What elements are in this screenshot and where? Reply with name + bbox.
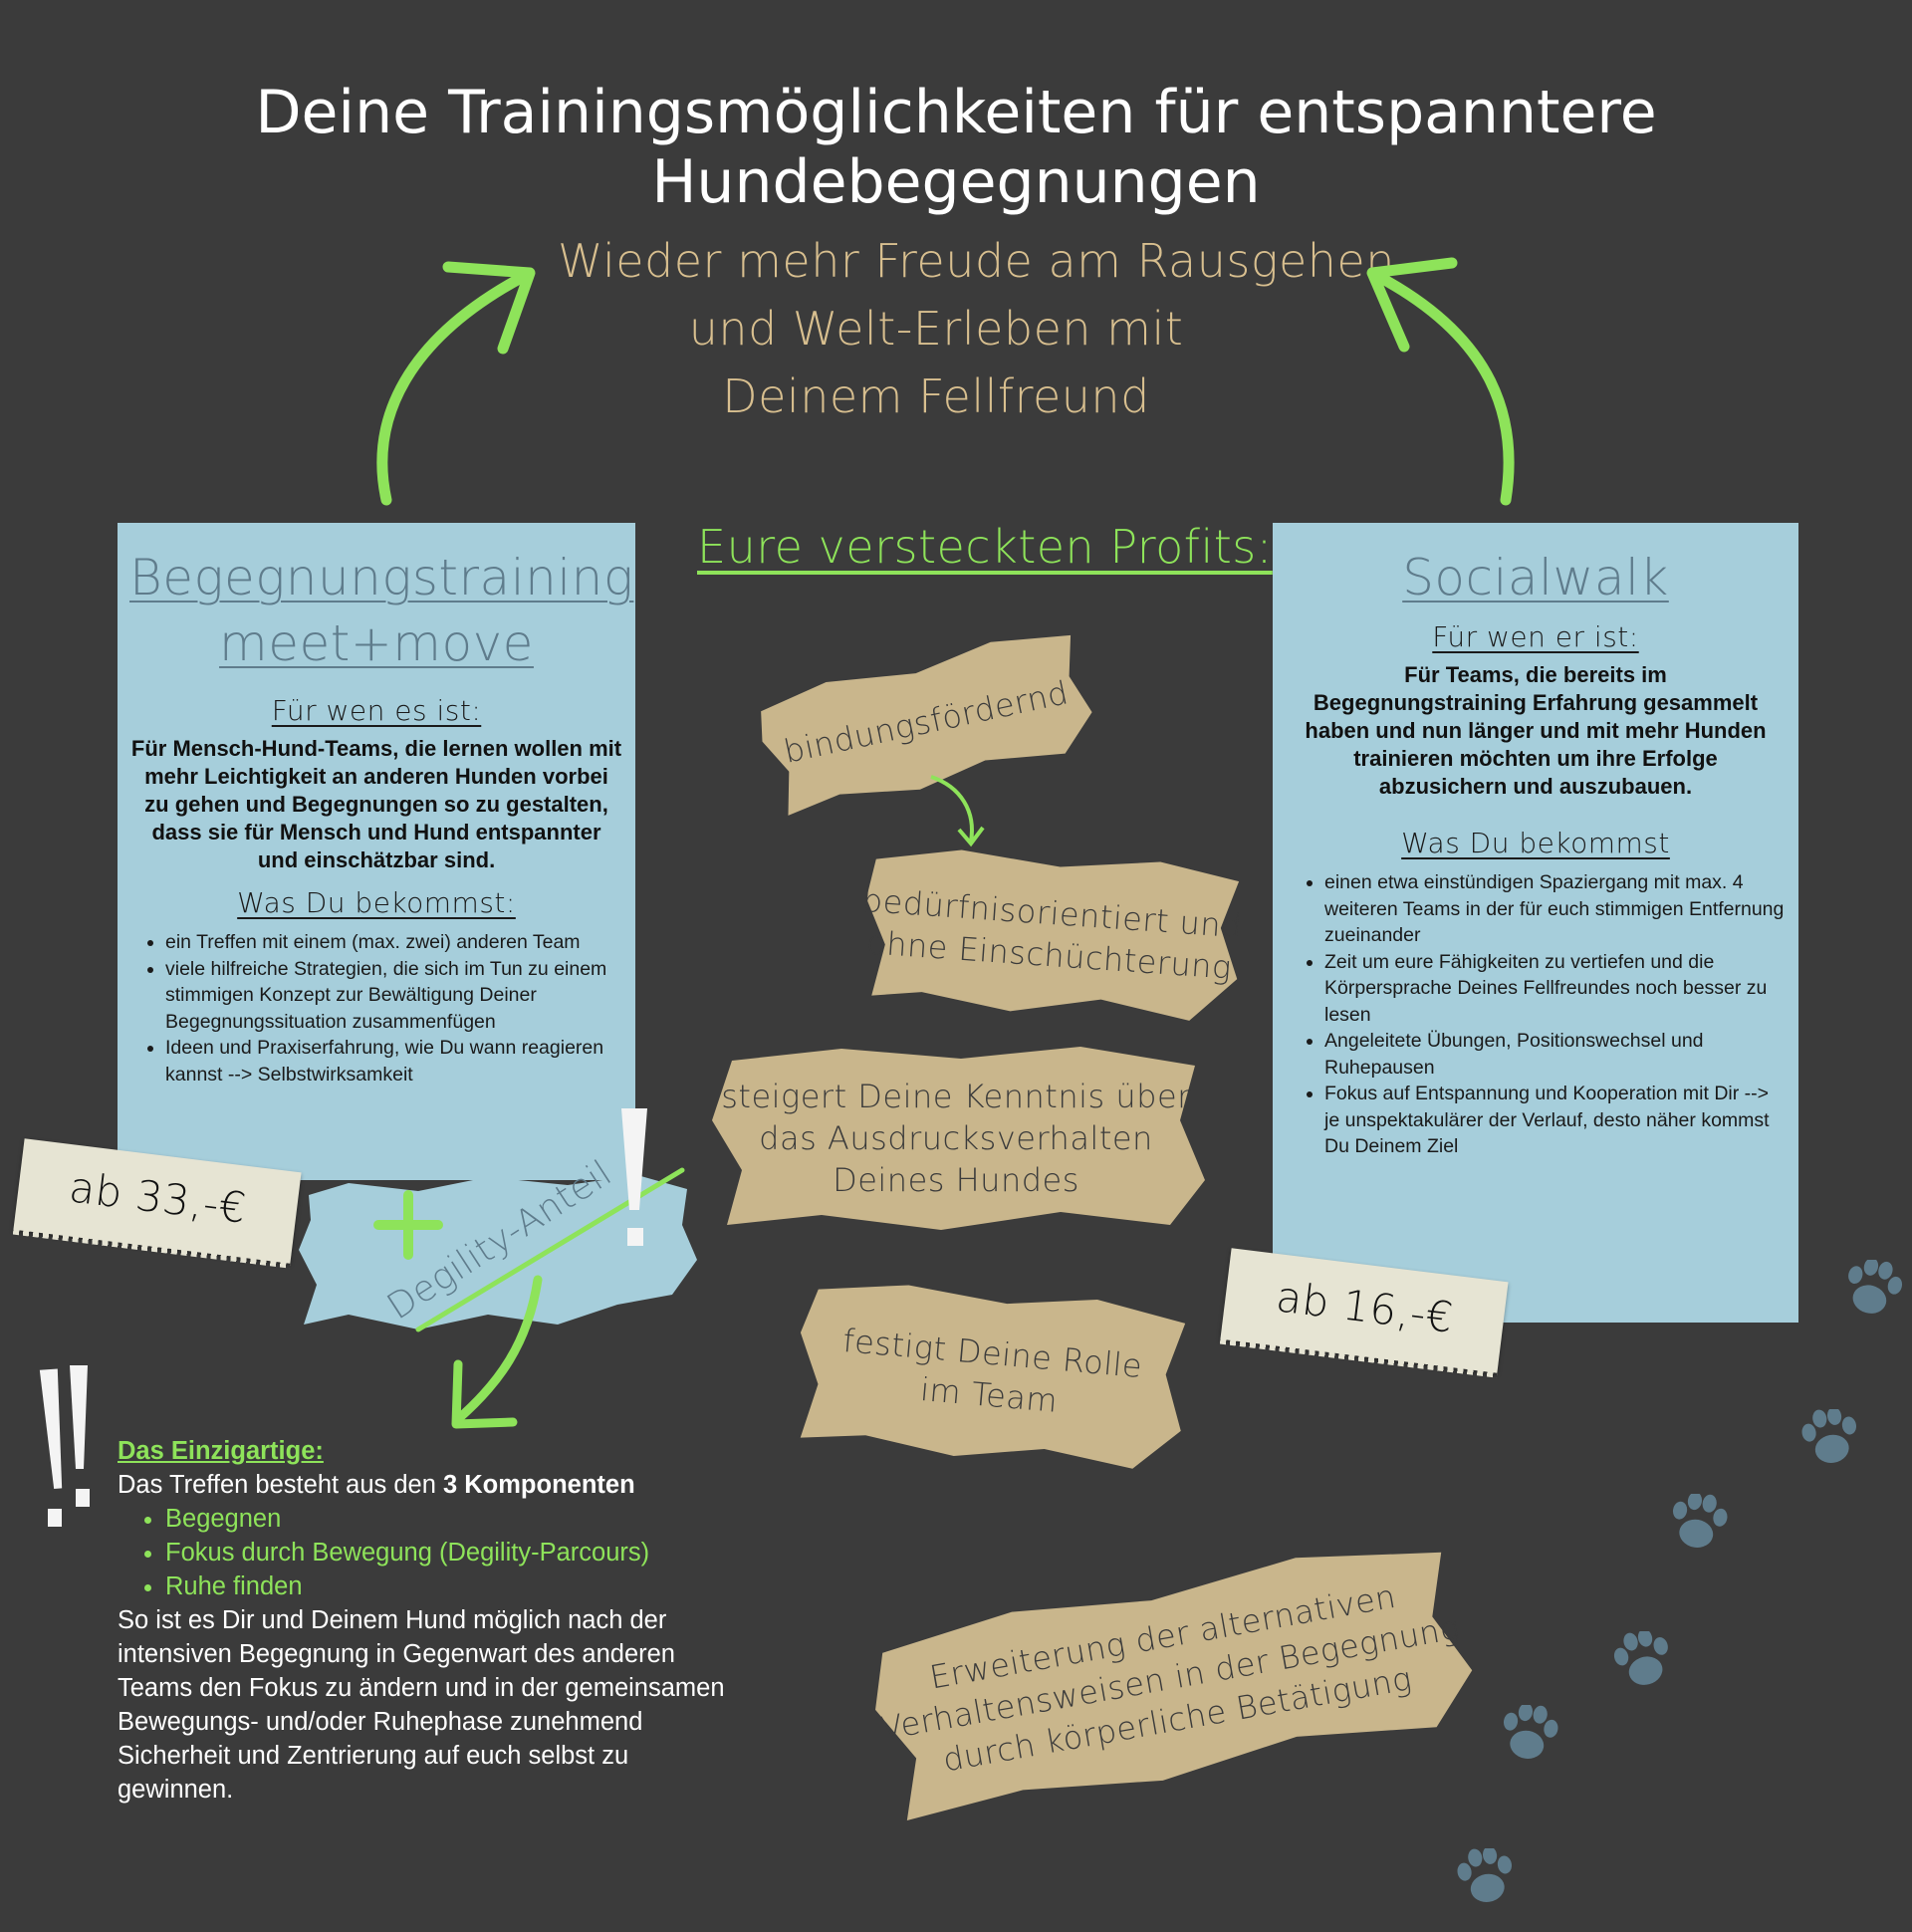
profit-brush: steigert Deine Kenntnis über das Ausdruc…: [702, 1041, 1210, 1235]
benefits-list: ein Treffen mit einem (max. zwei) andere…: [129, 929, 623, 1087]
profit-brush: bedürfnisorientiert und ohne Einschüchte…: [850, 834, 1250, 1035]
unique-section: Das Einzigartige: Das Treffen besteht au…: [118, 1434, 725, 1807]
what-you-get-heading: Was Du bekommst: [1401, 827, 1670, 859]
profit-text: bedürfnisorientiert und ohne Einschüchte…: [850, 834, 1250, 1035]
paw-icon: [1499, 1705, 1561, 1764]
arrow-up-left-icon: [376, 261, 536, 506]
profit-text: festigt Deine Rolle im Team: [785, 1268, 1197, 1481]
socialwalk-card: Socialwalk Für wen er ist: Für Teams, di…: [1273, 523, 1798, 1323]
goal-line: und Welt-Erleben mit: [688, 302, 1184, 356]
card-subtitle: meet+move: [219, 614, 534, 672]
profit-text: Erweiterung der alternativen Verhaltensw…: [852, 1523, 1487, 1834]
plus-icon: [373, 1190, 443, 1260]
list-item: Fokus auf Entspannung und Kooperation mi…: [1324, 1081, 1787, 1160]
arrow-down-icon: [930, 775, 985, 847]
unique-title: Das Einzigartige:: [118, 1437, 324, 1465]
list-item: Ruhe finden: [165, 1570, 725, 1603]
goal-line: Wieder mehr Freude am Rausgehen: [558, 234, 1395, 288]
arrow-down-left-icon: [451, 1275, 543, 1429]
list-item: viele hilfreiche Strategien, die sich im…: [165, 956, 623, 1036]
what-you-get-heading: Was Du bekommst:: [237, 886, 516, 919]
list-item: Zeit um eure Fähigkeiten zu vertiefen un…: [1324, 949, 1787, 1029]
profit-line: Deines Hundes: [833, 1160, 1079, 1199]
for-whom-text: Für Mensch-Hund-Teams, die lernen wollen…: [130, 736, 622, 872]
degility-brush: [299, 1175, 697, 1329]
unique-intro-bold: 3 Komponenten: [443, 1471, 635, 1499]
double-exclamation-icon: [39, 1365, 90, 1527]
goal-line: Deinem Fellfreund: [722, 369, 1150, 423]
for-whom-heading: Für wen er ist:: [1432, 620, 1639, 653]
unique-intro-text: Das Treffen besteht aus den: [118, 1471, 443, 1499]
paw-icon: [1456, 1848, 1518, 1907]
profit-brush: festigt Deine Rolle im Team: [785, 1268, 1197, 1481]
list-item: ein Treffen mit einem (max. zwei) andere…: [165, 929, 623, 956]
exclamation-icon: [621, 1108, 647, 1246]
profit-line: das Ausdrucksverhalten: [759, 1118, 1153, 1157]
profit-text: steigert Deine Kenntnis über das Ausdruc…: [702, 1041, 1210, 1235]
list-item: Angeleitete Übungen, Positionswechsel un…: [1324, 1028, 1787, 1081]
begegnungstraining-card: Begegnungstraining meet+move Für wen es …: [118, 523, 635, 1180]
list-item: Ideen und Praxiserfahrung, wie Du wann r…: [165, 1035, 623, 1087]
page-title: Deine Trainingsmöglichkeiten für entspan…: [255, 78, 1657, 217]
for-whom-text: Für Teams, die bereits im Begegnungstrai…: [1305, 662, 1767, 799]
components-list: Begegnen Fokus durch Bewegung (Degility-…: [118, 1502, 725, 1603]
profit-line: bindungsfördernd: [780, 673, 1073, 771]
unique-intro: Das Treffen besteht aus den 3 Komponente…: [118, 1468, 725, 1502]
benefits-list: einen etwa einstündigen Spaziergang mit …: [1285, 869, 1787, 1160]
paw-icon: [1842, 1260, 1907, 1321]
paw-icon: [1800, 1409, 1862, 1468]
card-title: Socialwalk: [1402, 549, 1669, 606]
profit-brush: bindungsfördernd: [745, 613, 1107, 830]
card-title: Begegnungstraining: [129, 549, 634, 606]
list-item: Fokus durch Bewegung (Degility-Parcours): [165, 1536, 725, 1570]
unique-body: So ist es Dir und Deinem Hund möglich na…: [118, 1606, 725, 1804]
arrow-up-right-icon: [1366, 257, 1515, 506]
list-item: Begegnen: [165, 1502, 725, 1536]
list-item: einen etwa einstündigen Spaziergang mit …: [1324, 869, 1787, 949]
for-whom-heading: Für wen es ist:: [271, 694, 482, 727]
paw-icon: [1613, 1631, 1677, 1692]
profit-line: steigert Deine Kenntnis über: [721, 1077, 1191, 1115]
profits-title: Eure versteckten Profits:: [697, 520, 1273, 574]
paw-icon: [1668, 1494, 1731, 1553]
goal-text: Wieder mehr Freude am Rausgehen und Welt…: [558, 227, 1395, 430]
profit-brush: Erweiterung der alternativen Verhaltensw…: [852, 1523, 1487, 1834]
